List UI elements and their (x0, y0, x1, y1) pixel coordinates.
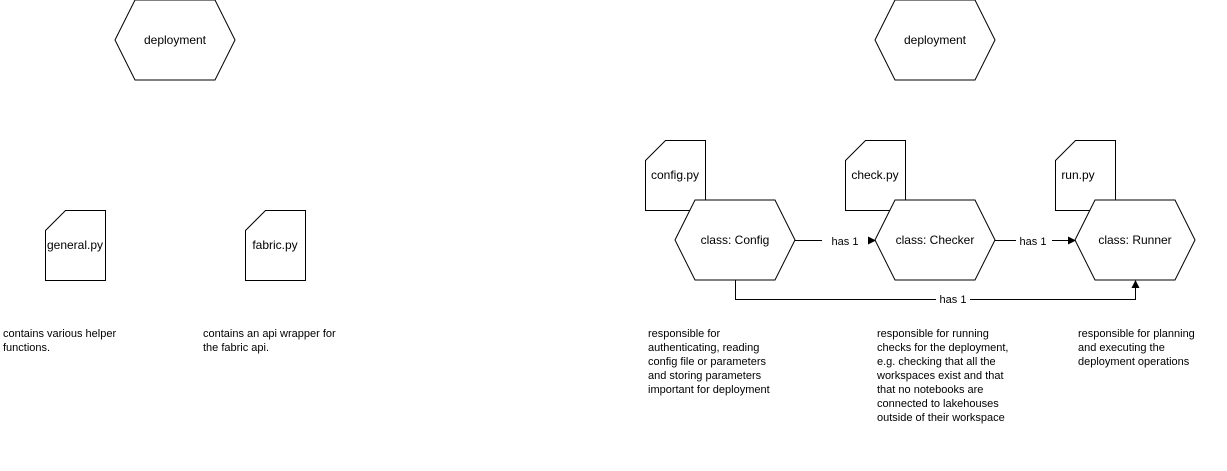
edge-config-to-checker-label: has 1 (832, 236, 859, 248)
fabric-py-file[interactable]: fabric.py (245, 210, 306, 281)
check-py-label: check.py (851, 168, 898, 182)
run-py-file[interactable]: run.py (1055, 140, 1116, 211)
general-py-label: general.py (47, 238, 103, 252)
class-config-description: responsible for authenticating, reading … (648, 327, 770, 397)
description-line: workspaces exist and that (877, 370, 1004, 382)
description-line: e.g. checking that all the (877, 356, 996, 368)
description-line: outside of their workspace (877, 412, 1005, 424)
description-line: authenticating, reading (648, 342, 760, 354)
left-deployment-label: deployment (144, 33, 207, 47)
edge-config-to-runner-label: has 1 (940, 294, 967, 306)
description-line: contains an api wrapper for (203, 328, 336, 340)
class-checker-label: class: Checker (896, 233, 975, 247)
fabric-py-label: fabric.py (252, 238, 297, 252)
edge-checker-to-runner[interactable]: has 1 (995, 234, 1076, 248)
right-deployment-package[interactable]: deployment (874, 0, 996, 81)
description-line: responsible for planning (1078, 328, 1195, 340)
description-line: deployment operations (1078, 356, 1190, 368)
description-line: important for deployment (648, 384, 770, 396)
fabric-py-description: contains an api wrapper for the fabric a… (203, 327, 336, 355)
edge-config-to-checker[interactable]: has 1 (795, 234, 876, 248)
left-deployment-package[interactable]: deployment (114, 0, 236, 81)
description-line: and executing the (1078, 342, 1165, 354)
class-checker-node[interactable]: class: Checker (874, 199, 996, 281)
general-py-file[interactable]: general.py (45, 210, 106, 281)
description-line: functions. (3, 342, 51, 354)
description-line: responsible for running (877, 328, 989, 340)
description-line: and storing parameters (648, 370, 762, 382)
config-py-label: config.py (651, 168, 699, 182)
class-runner-description: responsible for planning and executing t… (1078, 327, 1195, 369)
class-runner-node[interactable]: class: Runner (1074, 199, 1196, 281)
description-line: the fabric api. (203, 342, 270, 354)
check-py-file[interactable]: check.py (845, 140, 906, 211)
class-runner-label: class: Runner (1098, 233, 1171, 247)
config-py-file[interactable]: config.py (645, 140, 706, 211)
class-checker-description: responsible for running checks for the d… (877, 327, 1008, 425)
class-config-node[interactable]: class: Config (674, 199, 796, 281)
edge-config-to-runner[interactable]: has 1 (735, 280, 1140, 306)
description-line: checks for the deployment, (877, 342, 1009, 354)
run-py-label: run.py (1061, 168, 1094, 182)
general-py-description: contains various helper functions. (3, 327, 116, 355)
edge-checker-to-runner-label: has 1 (1020, 236, 1047, 248)
description-line: connected to lakehouses (877, 398, 999, 410)
description-line: contains various helper (3, 328, 117, 340)
description-line: responsible for (648, 328, 721, 340)
class-config-label: class: Config (701, 233, 770, 247)
description-line: that no notebooks are (877, 384, 984, 396)
description-line: config file or parameters (648, 356, 766, 368)
right-deployment-label: deployment (904, 33, 967, 47)
